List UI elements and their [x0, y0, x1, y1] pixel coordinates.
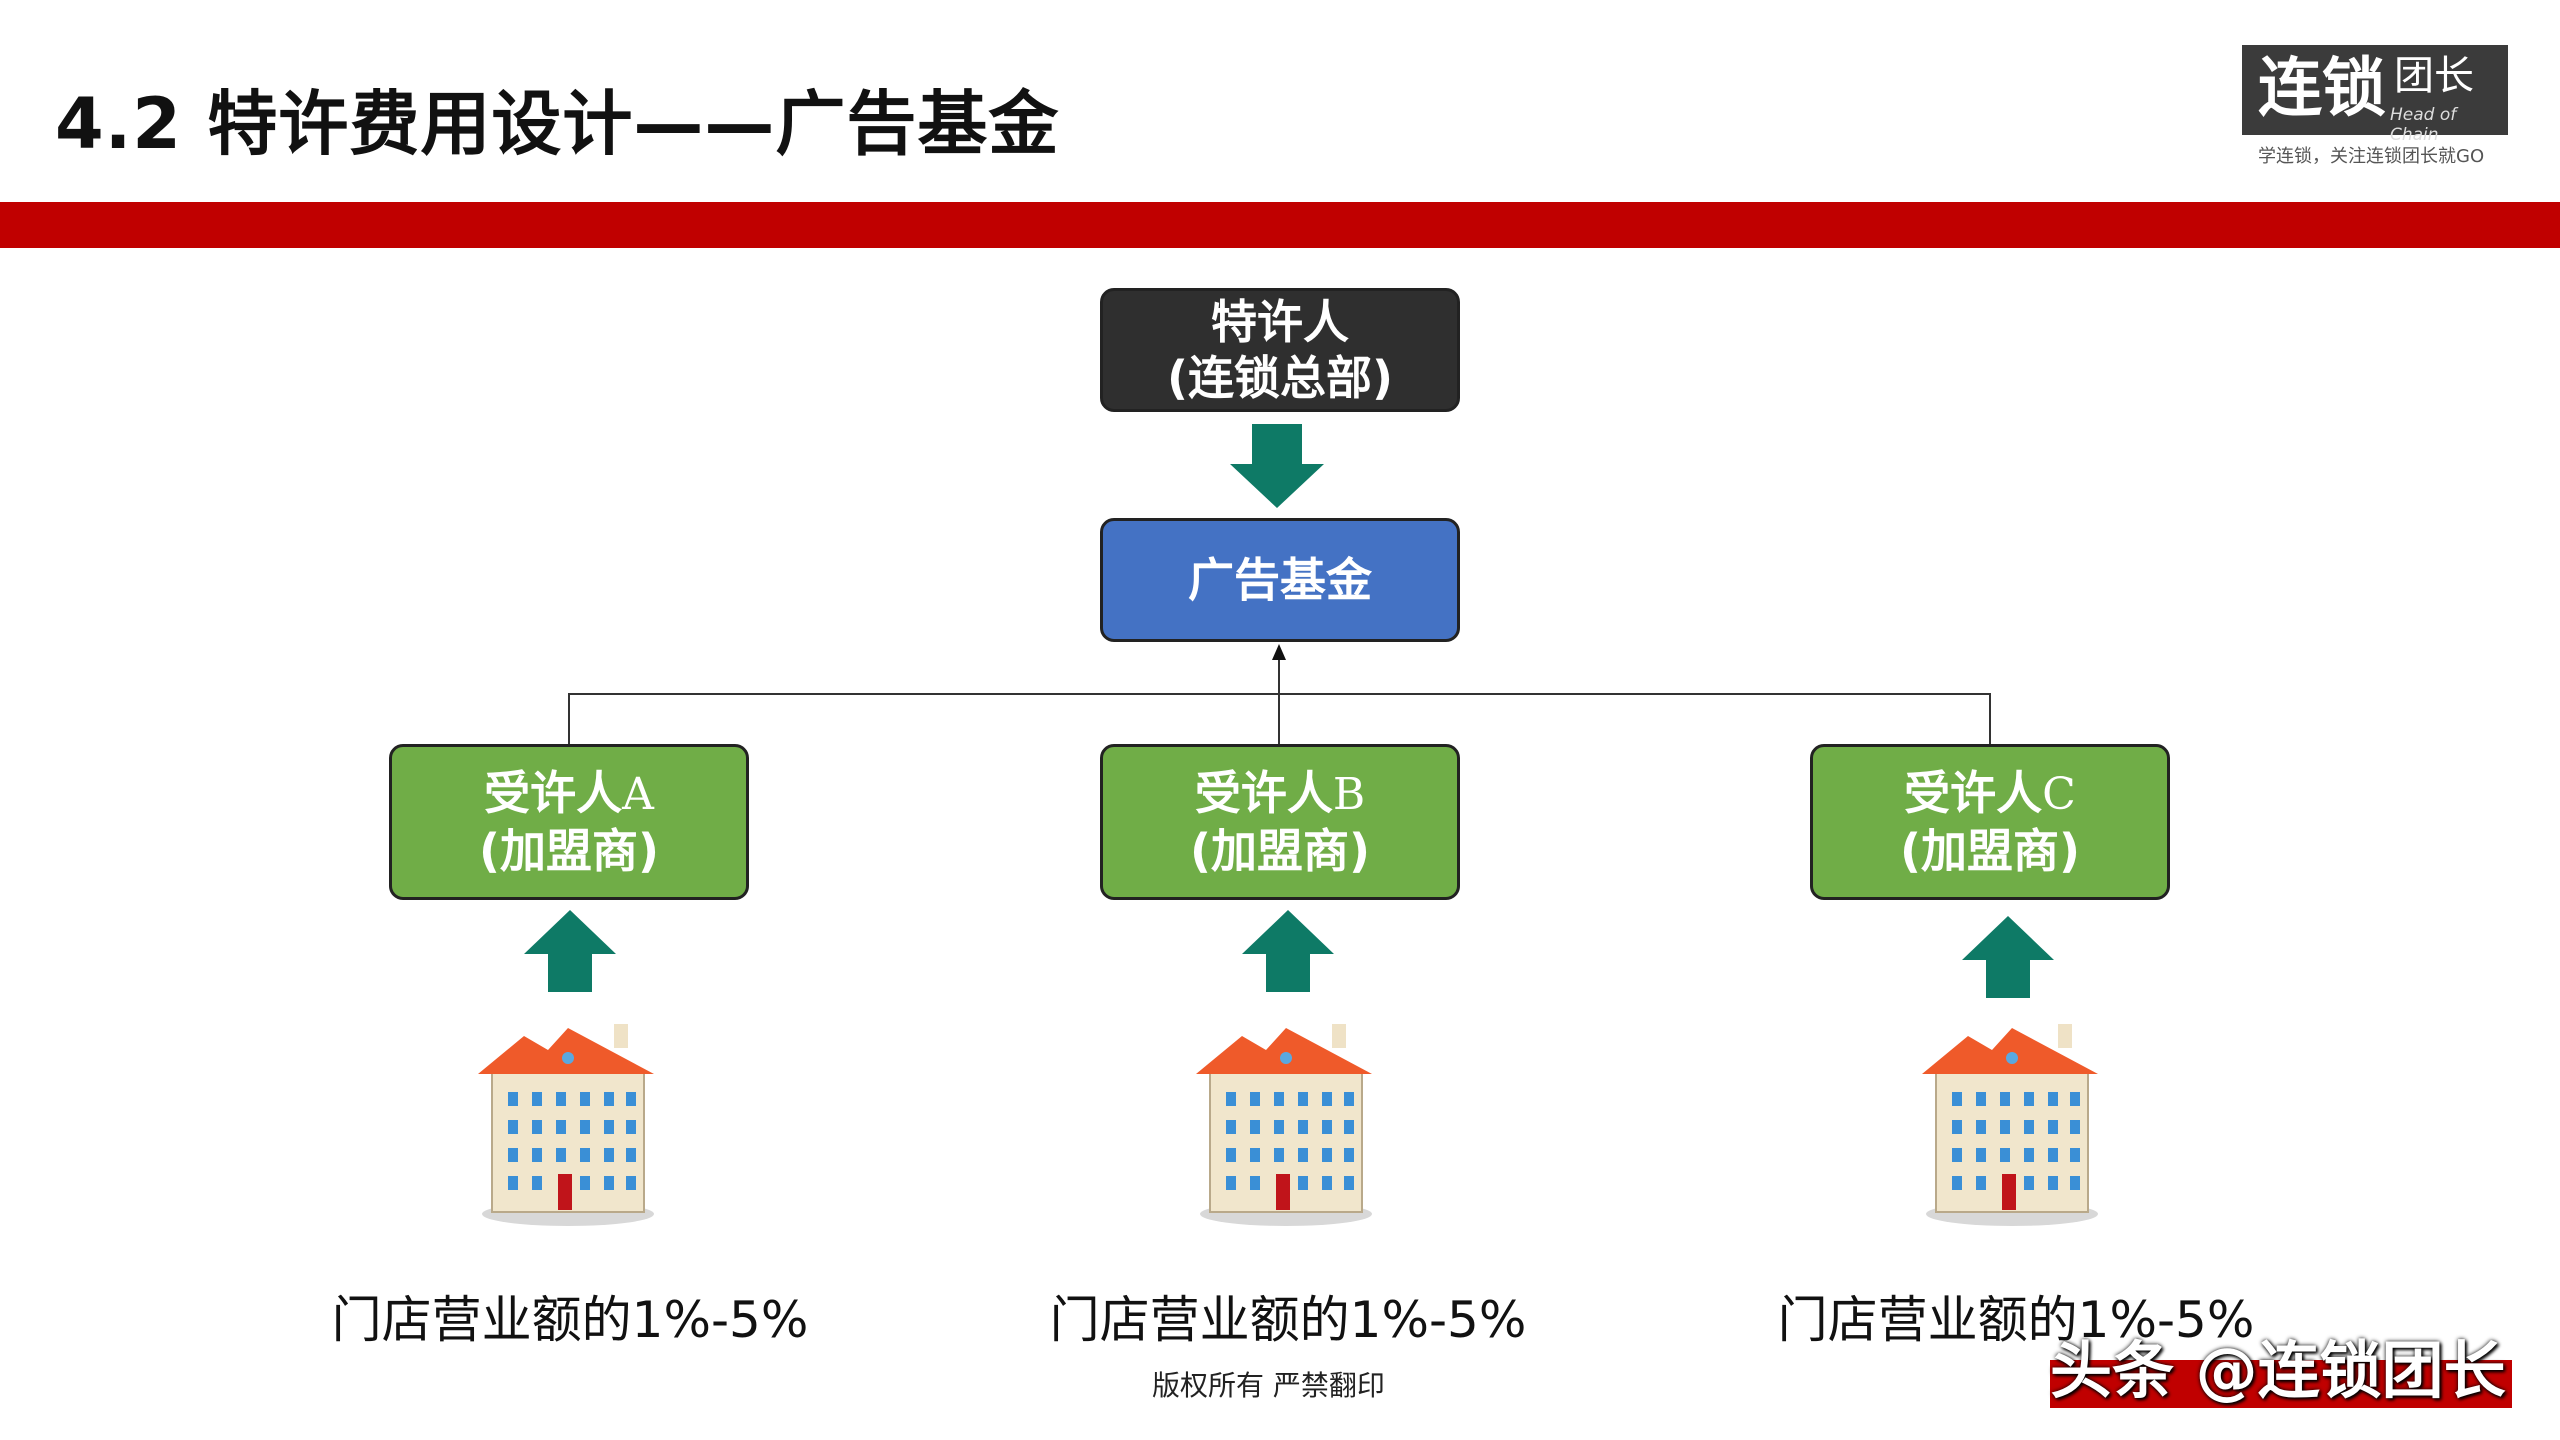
- franchisor-sublabel: (连锁总部): [1166, 351, 1394, 405]
- franchisee-b-sublabel: (加盟商): [1189, 824, 1371, 878]
- logo-english-text: Head of Chain: [2390, 105, 2457, 145]
- franchisee-box-c: 受许人C (加盟商): [1810, 744, 2170, 900]
- franchisee-c-sublabel: (加盟商): [1899, 824, 2081, 878]
- franchisee-box-a: 受许人A (加盟商): [389, 744, 749, 900]
- brand-logo: 连锁 团长 Head of Chain: [2242, 45, 2508, 145]
- arrow-up-store-c: [1962, 916, 2054, 998]
- watermark-bar: [2050, 1360, 2512, 1408]
- building-icon-a: [478, 1024, 654, 1226]
- franchisee-a-label: 受许人A: [484, 766, 654, 820]
- connector-arrowhead: [1272, 644, 1286, 660]
- franchisor-label: 特许人: [1211, 295, 1349, 349]
- logo-side-text: 团长: [2394, 53, 2474, 99]
- store-a-caption: 门店营业额的1%-5%: [331, 1291, 809, 1349]
- franchisee-b-label: 受许人B: [1194, 766, 1366, 820]
- franchisor-box: 特许人 (连锁总部): [1100, 288, 1460, 412]
- franchisee-box-b: 受许人B (加盟商): [1100, 744, 1460, 900]
- copyright-notice: 版权所有 严禁翻印: [1152, 1369, 1385, 1402]
- logo-tagline: 学连锁，关注连锁团长就GO: [2258, 146, 2485, 167]
- franchisee-c-label: 受许人C: [1904, 766, 2076, 820]
- franchisee-a-sublabel: (加盟商): [478, 824, 660, 878]
- ad-fund-box: 广告基金: [1100, 518, 1460, 642]
- store-b-caption: 门店营业额的1%-5%: [1049, 1291, 1527, 1349]
- header-red-bar: [0, 202, 2560, 248]
- ad-fund-label: 广告基金: [1188, 553, 1372, 607]
- building-icon-c: [1922, 1024, 2098, 1226]
- arrow-up-store-b: [1242, 910, 1334, 992]
- arrow-down-franchisor-to-fund: [1230, 424, 1324, 508]
- store-c-caption: 门店营业额的1%-5%: [1777, 1291, 2255, 1349]
- building-icon-b: [1196, 1024, 1372, 1226]
- arrow-up-store-a: [524, 910, 616, 992]
- watermark-text: 头条 @连锁团长: [2050, 1334, 2506, 1407]
- logo-main-text: 连锁: [2258, 52, 2386, 126]
- page-title: 4.2 特许费用设计——广告基金: [55, 83, 1060, 165]
